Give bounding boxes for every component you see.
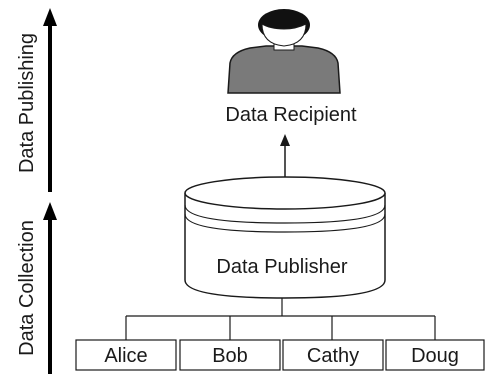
publishing-phase-label: Data Publishing bbox=[16, 33, 38, 173]
collection-phase-label: Data Collection bbox=[16, 220, 38, 356]
collection-phase-arrow bbox=[43, 202, 57, 374]
collection-connectors bbox=[125, 298, 436, 340]
publishing-phase-arrow bbox=[43, 8, 57, 192]
data-owner-boxes: Alice Bob Cathy Doug bbox=[75, 339, 485, 371]
database-cylinder-icon bbox=[184, 176, 386, 299]
data-owner-box: Cathy bbox=[282, 339, 384, 371]
data-owner-label: Cathy bbox=[307, 345, 359, 367]
publish-arrow bbox=[280, 134, 290, 178]
data-owner-label: Doug bbox=[411, 345, 459, 367]
data-owner-box: Alice bbox=[75, 339, 177, 371]
recipient-label: Data Recipient bbox=[225, 104, 357, 126]
data-owner-label: Alice bbox=[104, 345, 147, 367]
data-owner-box: Doug bbox=[385, 339, 485, 371]
data-owner-box: Bob bbox=[179, 339, 281, 371]
person-icon bbox=[227, 9, 341, 94]
data-owner-label: Bob bbox=[212, 345, 248, 367]
publisher-label: Data Publisher bbox=[216, 256, 348, 278]
